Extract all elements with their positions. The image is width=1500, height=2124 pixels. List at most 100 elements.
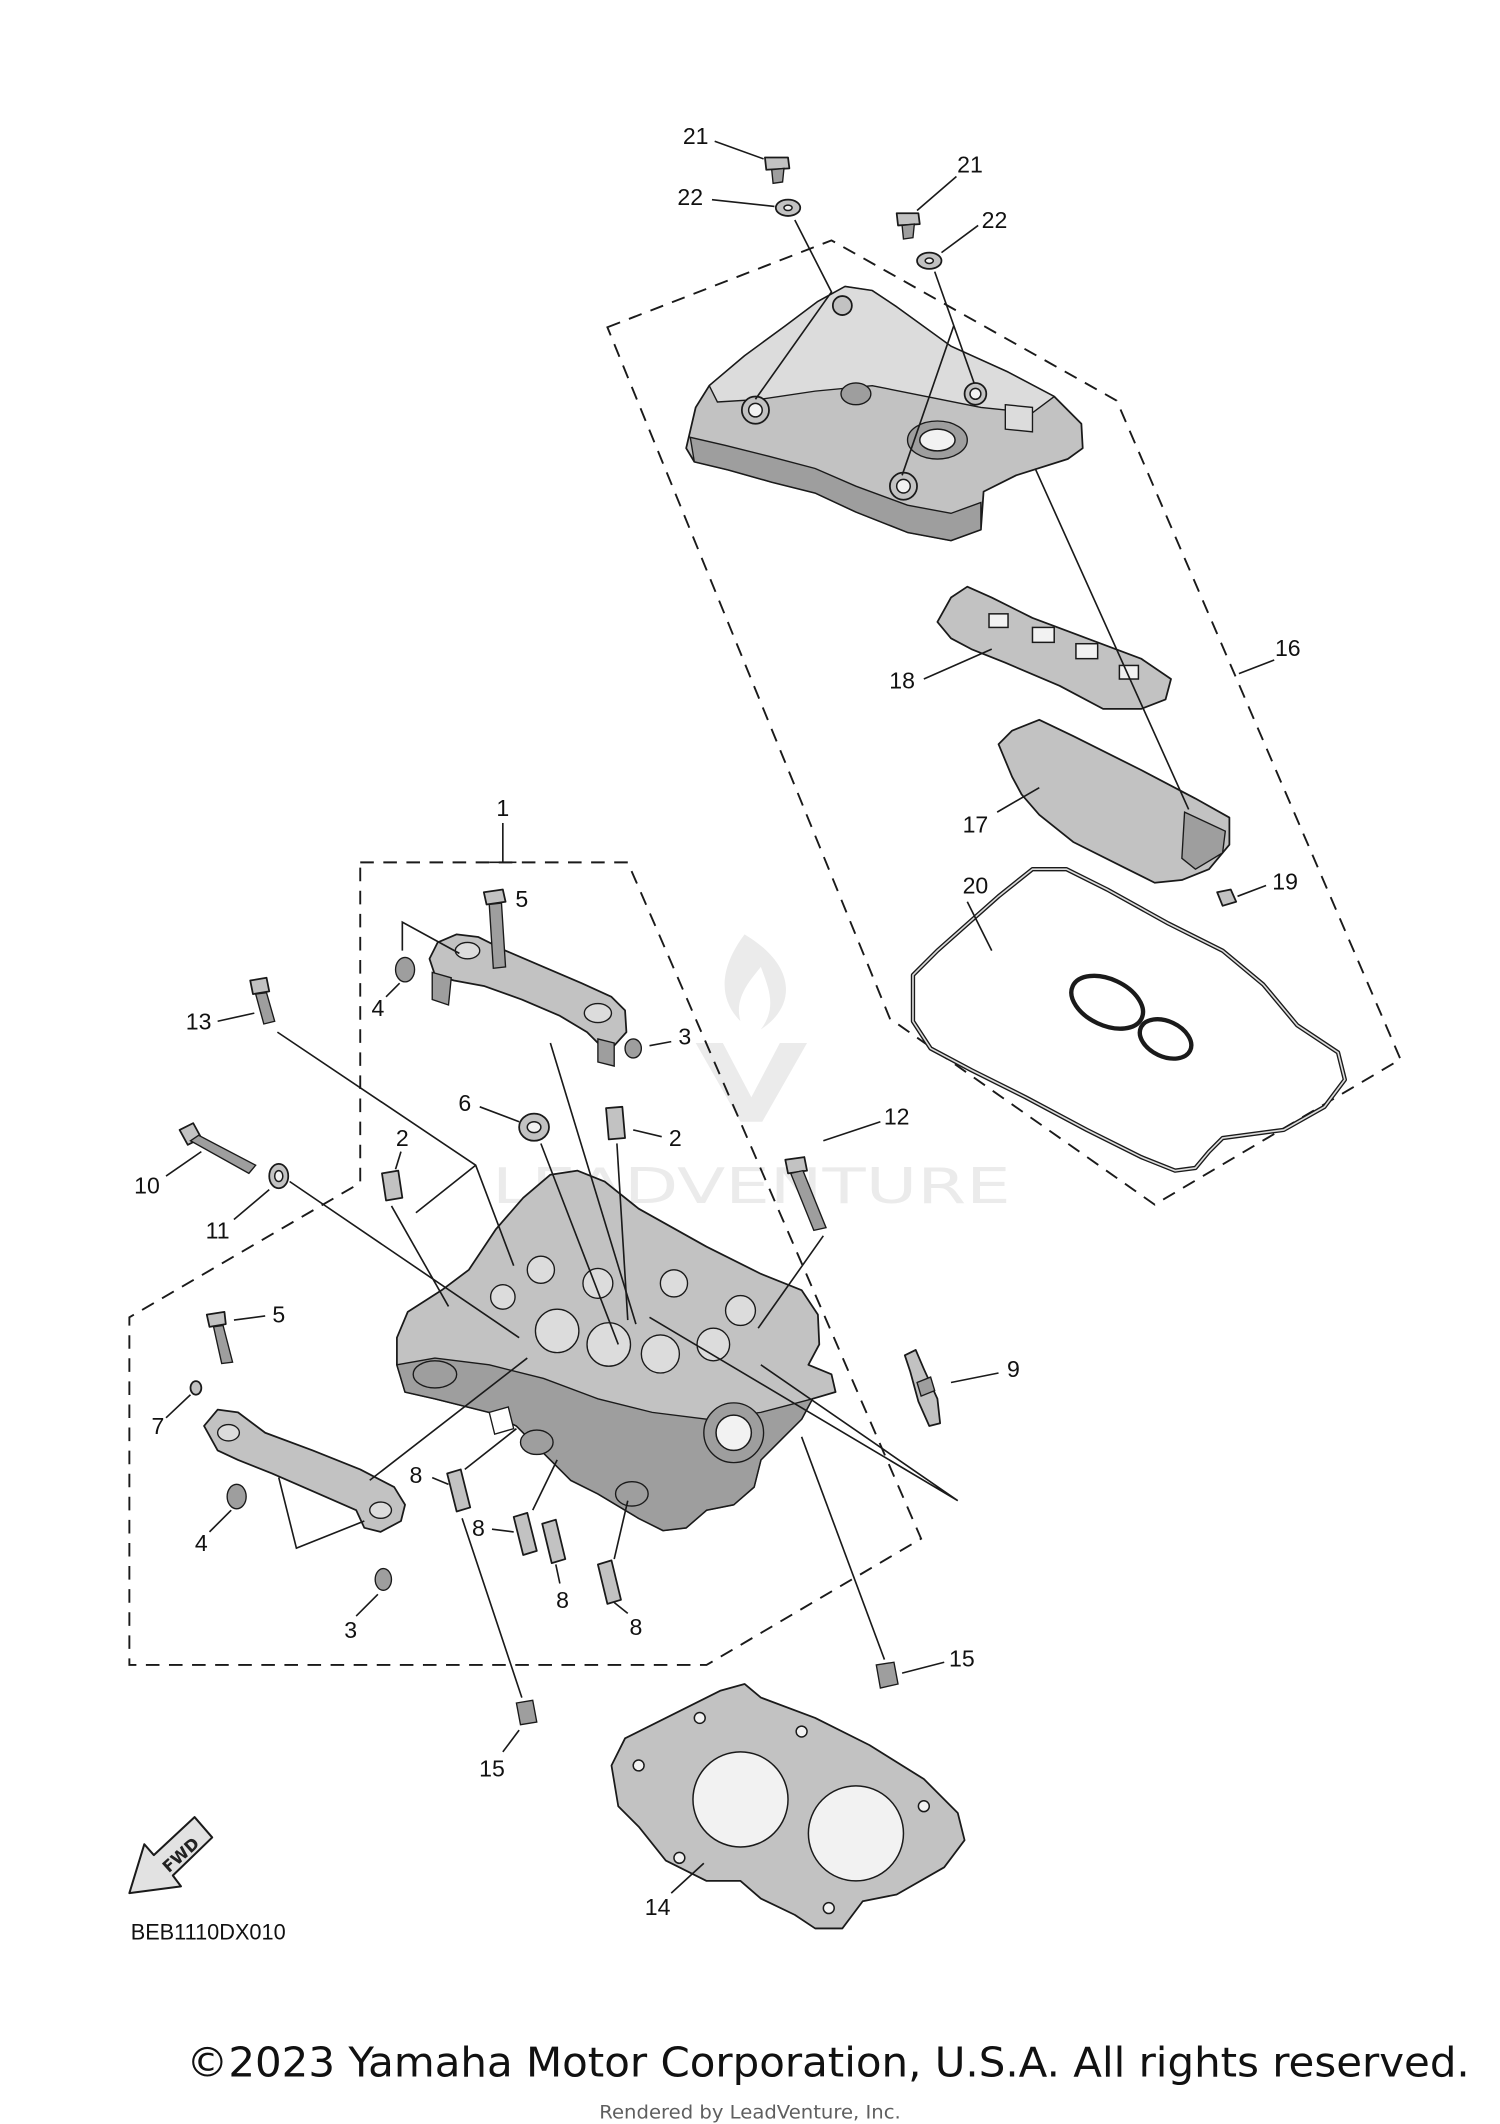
part-5-bolt: [482, 888, 507, 970]
leader-line: [277, 1477, 365, 1550]
leader-line: [208, 1509, 232, 1533]
part-4-dowel: [394, 956, 416, 983]
leader-line: [966, 901, 993, 952]
leader-line: [649, 1040, 672, 1047]
callout-label: 4: [195, 1530, 208, 1556]
part-21-bolt: [764, 156, 791, 185]
leader-line: [217, 1012, 255, 1023]
leader-line: [950, 1372, 999, 1384]
leader-line: [613, 1500, 629, 1560]
leader-line: [165, 1150, 202, 1177]
leader-line: [531, 1459, 558, 1511]
leader-line: [502, 1729, 520, 1753]
callout-label: 17: [963, 811, 989, 837]
part-2-dowel: [381, 1169, 404, 1202]
part-15: [515, 1699, 538, 1726]
part-18-gasket: [936, 585, 1172, 710]
part-8-dowel: [446, 1468, 472, 1513]
callout-label: 16: [1275, 635, 1301, 661]
leader-line: [616, 1143, 629, 1321]
callout-label: 3: [344, 1617, 357, 1643]
leader-line: [355, 1593, 379, 1617]
assembly-outline-1: [128, 861, 923, 1666]
callout-label: 12: [884, 1103, 910, 1129]
part-7-pin: [189, 1380, 203, 1396]
part-15: [875, 1661, 899, 1689]
part-2-dowel: [605, 1105, 626, 1141]
leader-line: [800, 1436, 886, 1660]
part-14-head-gasket: [610, 1683, 966, 1930]
callout-label: 2: [396, 1125, 409, 1151]
callout-label: 1: [496, 795, 509, 821]
part-8-dowel: [597, 1559, 622, 1605]
leader-line: [165, 1394, 192, 1419]
callout-label: 19: [1272, 869, 1298, 895]
rendered-by-notice: Rendered by LeadVenture, Inc.: [599, 2102, 900, 2124]
part-19: [1216, 888, 1238, 907]
part-22-washer: [774, 198, 802, 217]
leader-line: [464, 1428, 517, 1471]
part-8-dowel: [541, 1518, 567, 1565]
leader-line: [1237, 884, 1267, 898]
part-20-seal: [910, 866, 1348, 1173]
callout-label: 8: [409, 1462, 422, 1488]
leader-line: [916, 175, 957, 212]
leader-line: [233, 1189, 270, 1221]
leader-line: [385, 982, 401, 998]
callout-label: 14: [645, 1894, 671, 1920]
part-12-bolt: [784, 1156, 827, 1232]
fwd-arrow-icon: FWD: [128, 1816, 214, 1895]
cylinder-head: [396, 1169, 837, 1532]
part-11-washer: [268, 1162, 290, 1190]
leader-line: [649, 1316, 959, 1502]
leader-line: [289, 1180, 520, 1339]
leader-line: [394, 1151, 402, 1170]
part-9-spark-plug: [903, 1349, 942, 1427]
leader-line: [369, 1357, 528, 1481]
copyright-notice: ©2023 Yamaha Motor Corporation, U.S.A. A…: [186, 2038, 1469, 2086]
leader-line: [233, 1315, 266, 1321]
callout-label: 3: [678, 1023, 691, 1049]
diagram-code: BEB1110DX010: [131, 1919, 286, 1944]
part-4-dowel: [226, 1483, 247, 1510]
callout-label: 21: [957, 151, 983, 177]
leader-line: [390, 1205, 450, 1307]
part-3-dowel: [624, 1038, 643, 1059]
callout-label: 8: [472, 1515, 485, 1541]
part-3-dowel: [374, 1567, 393, 1591]
part-5-bolt: [205, 1310, 234, 1365]
leader-line: [1034, 468, 1190, 810]
callout-label: 15: [479, 1755, 505, 1781]
leader-line: [401, 920, 460, 955]
leader-line: [540, 1143, 620, 1345]
leader-line: [901, 325, 955, 476]
callout-label: 7: [151, 1413, 164, 1439]
callout-label: 18: [889, 668, 915, 694]
part-10-bolt: [178, 1122, 257, 1175]
leader-line: [754, 219, 833, 400]
leader-line: [823, 1120, 881, 1142]
callout-label: 9: [1007, 1356, 1020, 1382]
camshaft-cap-lower: [203, 1408, 406, 1533]
part-8-dowel: [512, 1511, 538, 1556]
leader-line: [461, 1518, 523, 1698]
leader-line: [633, 1129, 662, 1138]
valve-cover: [685, 285, 1084, 542]
camshaft-cap-upper: [428, 933, 628, 1067]
leader-line: [933, 271, 975, 384]
leader-line: [415, 1164, 477, 1214]
leader-line: [711, 198, 775, 208]
callout-label: 2: [669, 1125, 682, 1151]
leader-line: [757, 1235, 825, 1329]
callout-label: 22: [677, 184, 703, 210]
leader-line: [1238, 659, 1275, 675]
part-21-bolt: [895, 212, 921, 240]
leader-line: [670, 1862, 705, 1894]
callout-label: 8: [556, 1587, 569, 1613]
leader-line: [901, 1661, 945, 1674]
leader-line: [714, 140, 764, 160]
leader-line: [479, 1106, 520, 1123]
callout-label: 11: [206, 1218, 230, 1244]
callout-label: 6: [458, 1090, 471, 1116]
